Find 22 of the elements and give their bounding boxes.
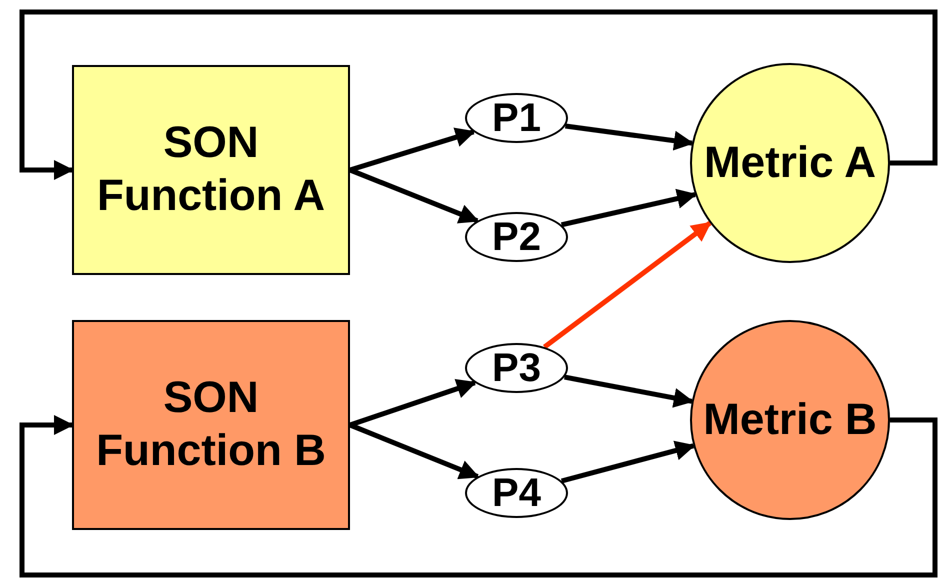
- node-label: P4: [491, 470, 542, 517]
- arrow: [564, 124, 694, 151]
- node-label: P2: [491, 214, 542, 261]
- parameter-ellipse: [465, 93, 568, 143]
- arrow: [349, 422, 480, 480]
- arrow: [20, 10, 938, 180]
- arrow: [349, 168, 480, 224]
- node-label: SON Function B: [95, 372, 327, 477]
- arrow: [560, 440, 696, 484]
- node-label: P3: [491, 345, 542, 392]
- node-label: Metric B: [702, 394, 878, 446]
- arrow: [349, 379, 477, 428]
- arrow: [543, 221, 712, 349]
- arrow: [560, 188, 698, 228]
- arrow: [349, 128, 476, 172]
- node-label: P1: [491, 95, 542, 142]
- arrow: [20, 415, 938, 578]
- node-label: SON Function A: [96, 117, 326, 222]
- process-box: [72, 320, 350, 530]
- arrow: [564, 374, 694, 408]
- node-label: Metric A: [703, 136, 877, 189]
- process-box: [72, 65, 350, 275]
